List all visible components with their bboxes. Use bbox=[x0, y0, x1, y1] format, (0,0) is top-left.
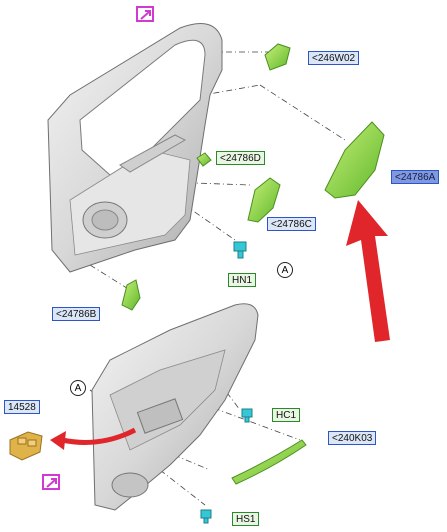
arrow-link-icon[interactable] bbox=[42, 474, 60, 490]
clip-HC1 bbox=[241, 408, 253, 423]
switch-bezel bbox=[136, 398, 184, 434]
callout-a-upper: A bbox=[277, 262, 293, 278]
label-24786D[interactable]: <24786D bbox=[216, 151, 265, 165]
red-arrow-large bbox=[346, 200, 390, 342]
armrest bbox=[109, 349, 226, 451]
label-HC1[interactable]: HC1 bbox=[272, 408, 301, 422]
arrow-link-icon[interactable] bbox=[136, 6, 154, 22]
clip-HN1 bbox=[233, 241, 247, 259]
label-HN1[interactable]: HN1 bbox=[228, 273, 257, 287]
label-246W02[interactable]: <246W02 bbox=[308, 51, 360, 65]
clip-HS1 bbox=[200, 509, 212, 524]
red-arrow-curved-head bbox=[50, 431, 66, 450]
red-arrow-curved bbox=[61, 427, 137, 445]
part-24786D bbox=[196, 152, 212, 167]
label-HS1[interactable]: HS1 bbox=[232, 512, 260, 526]
label-14528[interactable]: 14528 bbox=[4, 400, 40, 414]
switch-14528 bbox=[9, 431, 43, 461]
label-24786C[interactable]: <24786C bbox=[267, 217, 316, 231]
callout-a-lower: A bbox=[70, 380, 86, 396]
label-240K03[interactable]: <240K03 bbox=[328, 431, 377, 445]
part-24786A bbox=[324, 121, 385, 199]
speaker-grille bbox=[111, 472, 149, 498]
speaker-hole-inner bbox=[91, 209, 119, 231]
part-24786C bbox=[247, 177, 281, 223]
part-246W02 bbox=[264, 43, 291, 71]
label-24786B[interactable]: <24786B bbox=[52, 307, 101, 321]
door-rib bbox=[119, 134, 187, 173]
label-24786A[interactable]: <24786A bbox=[391, 170, 440, 184]
part-24786B bbox=[121, 279, 141, 311]
part-240K03 bbox=[231, 439, 307, 485]
